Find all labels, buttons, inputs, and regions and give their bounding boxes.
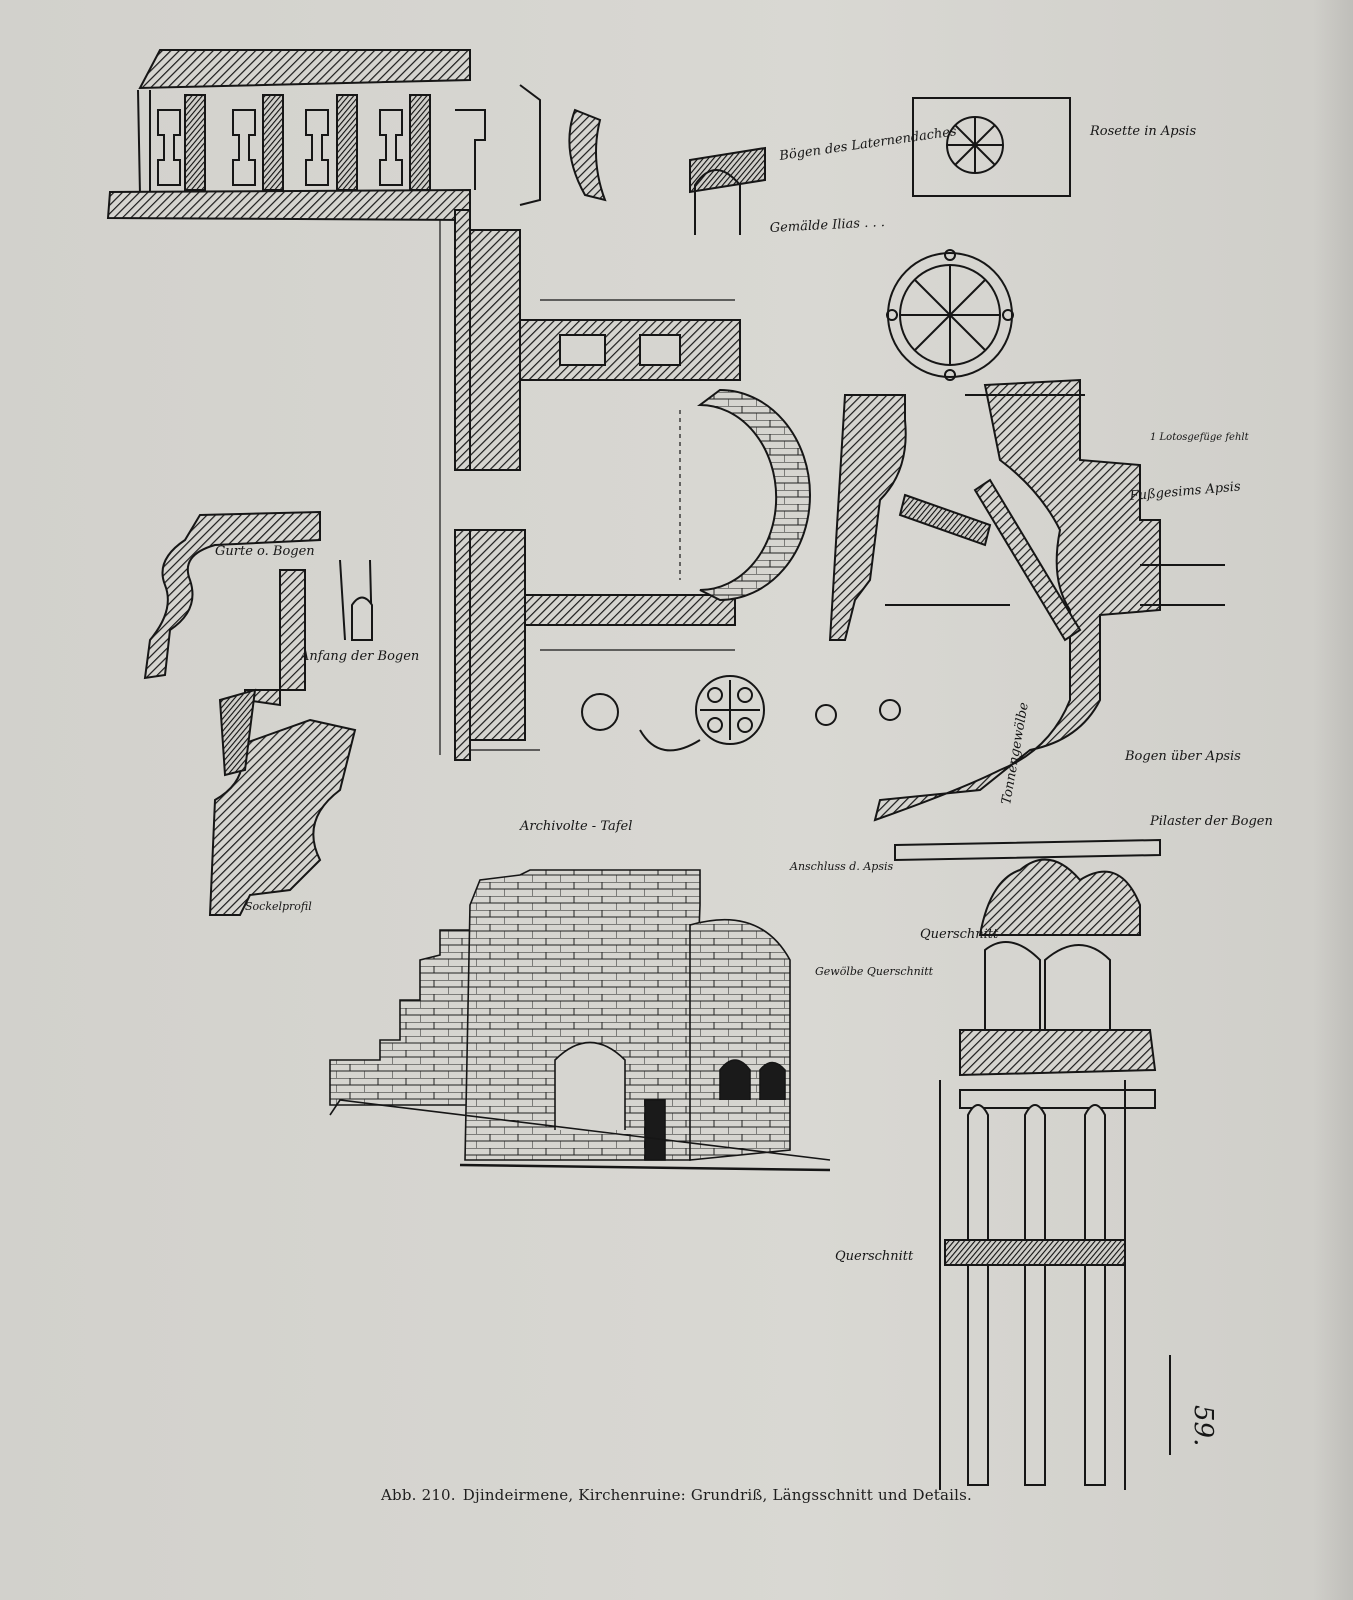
svg-text:Gurte o. Bogen: Gurte o. Bogen bbox=[215, 544, 315, 559]
figure-number: Abb. 210. bbox=[381, 1486, 456, 1504]
svg-text:Bogen über Apsis: Bogen über Apsis bbox=[1124, 749, 1241, 764]
svg-text:1 Lotosgefüge fehlt: 1 Lotosgefüge fehlt bbox=[1150, 432, 1250, 443]
svg-text:Anfang der Bogen: Anfang der Bogen bbox=[299, 649, 419, 664]
svg-text:Querschnitt: Querschnitt bbox=[835, 1249, 914, 1264]
wall-section-sketch bbox=[106, 49, 541, 222]
svg-text:Querschnitt: Querschnitt bbox=[920, 927, 999, 942]
svg-text:Bögen des Laternendaches: Bögen des Laternendaches bbox=[777, 124, 957, 164]
page-edge-shadow bbox=[1313, 0, 1353, 1600]
svg-text:Rosette in Apsis: Rosette in Apsis bbox=[1089, 124, 1196, 139]
page-number: 59. bbox=[1188, 1405, 1218, 1446]
svg-text:Gewölbe Querschnitt: Gewölbe Querschnitt bbox=[815, 965, 934, 978]
svg-text:Sockelprofil: Sockelprofil bbox=[245, 900, 312, 913]
apse-arch-profile-sketch bbox=[828, 378, 1225, 822]
svg-text:Anschluss d. Apsis: Anschluss d. Apsis bbox=[789, 860, 893, 873]
figure-title: Djindeirmene, Kirchenruine: Grundriß, Lä… bbox=[462, 1486, 972, 1504]
svg-text:Archivolte - Tafel: Archivolte - Tafel bbox=[519, 819, 632, 834]
longitudinal-section-sketch bbox=[329, 869, 831, 1172]
svg-text:Gemälde Ilias . . .: Gemälde Ilias . . . bbox=[769, 215, 885, 236]
capital-and-column-sketch bbox=[894, 838, 1161, 1490]
detail-sketches-top-right bbox=[568, 97, 1071, 381]
moulding-profile-sketch bbox=[143, 510, 373, 916]
svg-text:Fußgesims Apsis: Fußgesims Apsis bbox=[1128, 479, 1241, 504]
svg-text:Pilaster der Bogen: Pilaster der Bogen bbox=[1149, 814, 1273, 829]
figure-caption: Abb. 210. Djindeirmene, Kirchenruine: Gr… bbox=[0, 1486, 1353, 1504]
ground-plan-sketch bbox=[439, 209, 901, 761]
